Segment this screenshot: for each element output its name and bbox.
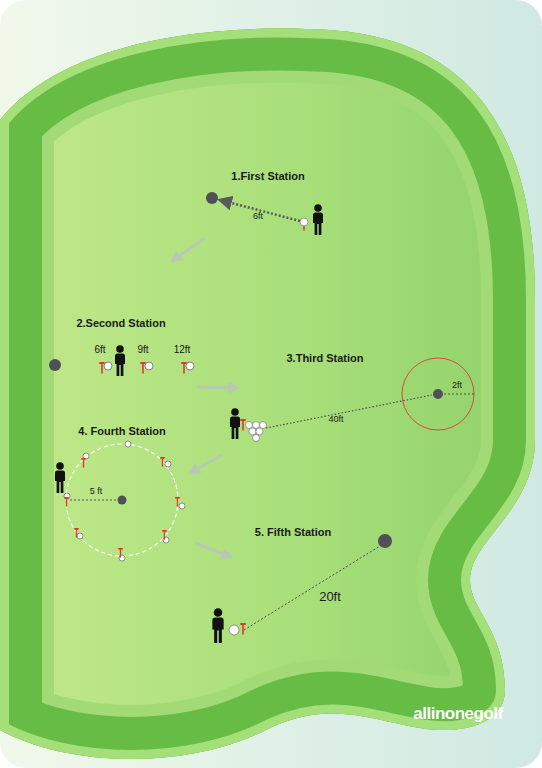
station-title: 3.Third Station — [287, 352, 364, 364]
station-three — [230, 358, 474, 442]
station-title: 1.First Station — [231, 170, 304, 182]
station-four — [55, 441, 185, 561]
distance-label: 5 ft — [90, 487, 103, 497]
station-title: 5. Fifth Station — [255, 526, 331, 538]
distance-label: 12ft — [174, 344, 191, 355]
station-one — [206, 192, 323, 235]
station-title: 2.Second Station — [76, 317, 165, 329]
distance-label: 9ft — [137, 344, 148, 355]
station-five — [212, 534, 392, 643]
distance-label: 20ft — [319, 590, 341, 604]
station-title: 4. Fourth Station — [78, 425, 165, 437]
green — [0, 28, 535, 759]
distance-label: 6ft — [253, 212, 263, 222]
distance-label: 2ft — [452, 381, 462, 391]
station-two — [49, 345, 194, 376]
flow-arrow — [172, 238, 238, 557]
watermark: allinonegolf — [413, 705, 502, 724]
distance-label: 6ft — [94, 344, 105, 355]
distance-label: 40ft — [328, 415, 343, 425]
